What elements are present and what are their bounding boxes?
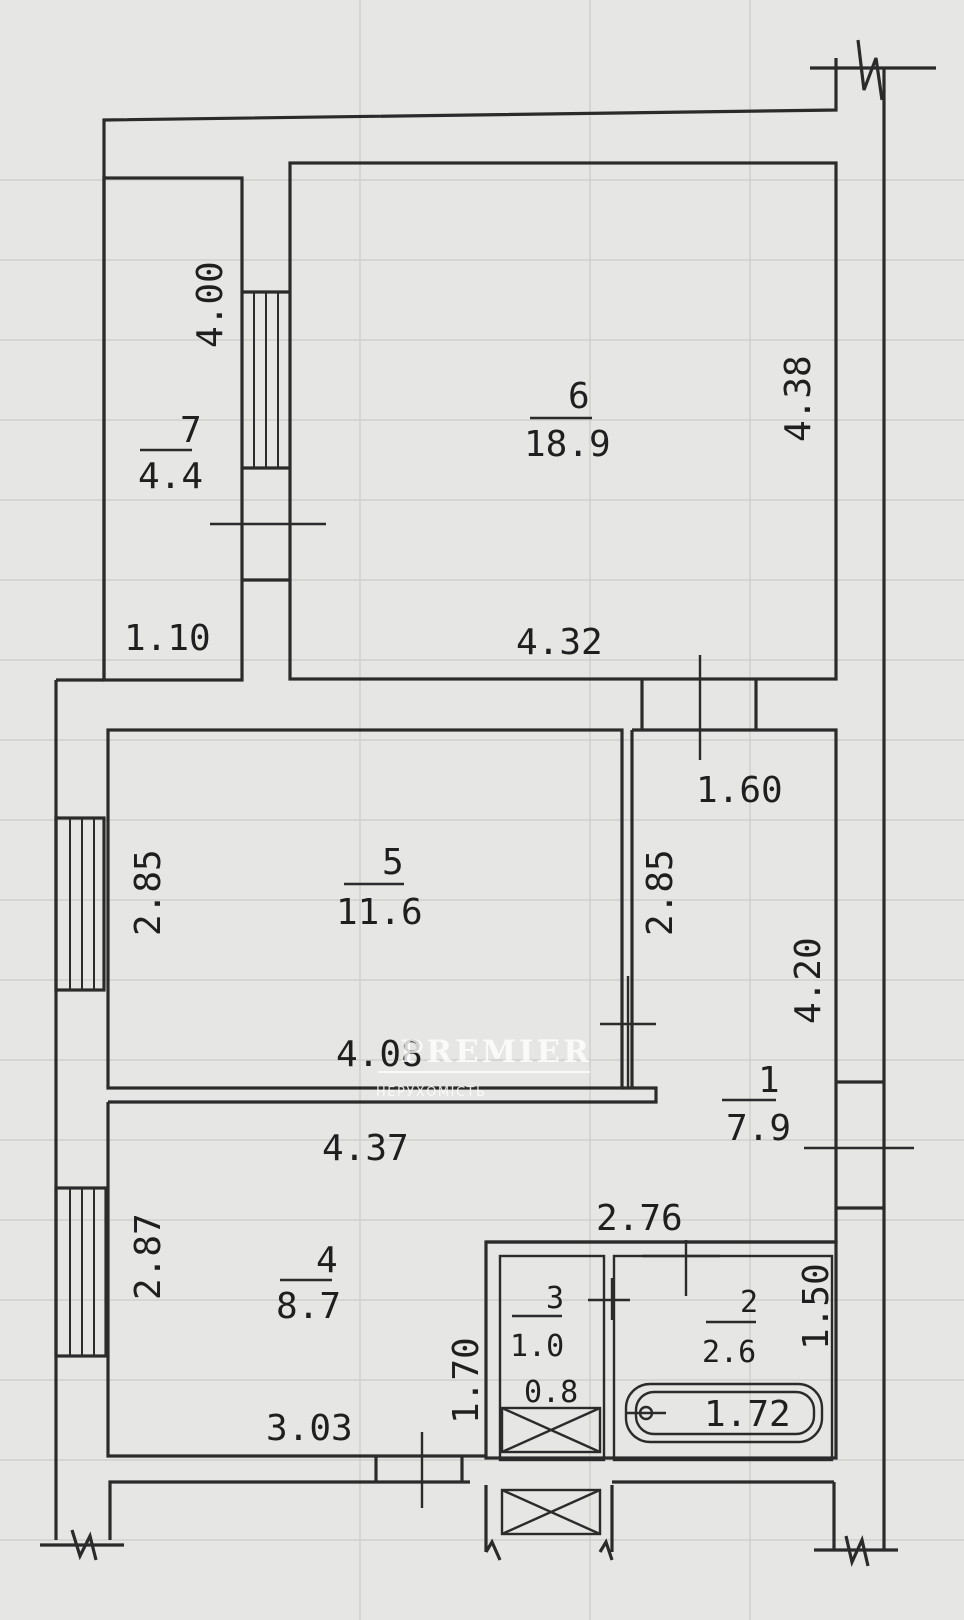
- room-5-number: 5: [382, 842, 404, 883]
- outer-walls: [40, 39, 936, 1567]
- room-4-number: 4: [316, 1240, 338, 1281]
- dim-bath-height: 1.50: [796, 1263, 837, 1350]
- room-7-number: 7: [180, 410, 202, 451]
- door-room1-top: [640, 655, 758, 760]
- room-4-label: 4 8.7: [276, 1240, 341, 1327]
- dim-room7-width: 1.10: [124, 618, 211, 659]
- watermark-brand: PREMIER: [400, 1034, 592, 1070]
- room-6-label: 6 18.9: [524, 376, 611, 465]
- dim-bath-width: 2.76: [596, 1198, 683, 1239]
- room-6-walls: [288, 161, 838, 681]
- door-room5: [600, 976, 656, 1088]
- room-2-number: 2: [740, 1285, 758, 1320]
- room-7-walls: [102, 176, 244, 682]
- dim-room5-width: 4.08: [336, 1034, 423, 1075]
- vent-shafts: [500, 1406, 602, 1536]
- entrance-door: [804, 1080, 914, 1210]
- dim-corridor-1-70: 1.70: [446, 1337, 487, 1424]
- watermark-sub: НЕРУХОМІСТЬ: [376, 1085, 486, 1100]
- room-4-walls: [106, 1102, 486, 1458]
- dim-room6-width: 4.32: [516, 622, 603, 663]
- room-2-label: 2 2.6: [702, 1285, 758, 1370]
- dim-room4-left: 2.87: [128, 1213, 169, 1300]
- dim-room5-left: 2.85: [128, 849, 169, 936]
- window-room7: [210, 290, 326, 582]
- room-2-area: 2.6: [702, 1335, 756, 1370]
- room-7-area: 4.4: [138, 456, 203, 497]
- window-room4: [54, 1186, 108, 1358]
- dim-room4-top: 4.37: [322, 1128, 409, 1169]
- room-5-walls: [106, 728, 624, 1090]
- dim-room5-right: 2.85: [640, 849, 681, 936]
- dim-door-1-60: 1.60: [696, 770, 783, 811]
- dim-room6-height: 4.38: [778, 355, 819, 442]
- room-6-number: 6: [568, 376, 590, 417]
- room-3-label: 3 1.0: [510, 1281, 564, 1364]
- room-6-area: 18.9: [524, 424, 611, 465]
- room-1-number: 1: [758, 1060, 780, 1101]
- room-1-label: 1 7.9: [722, 1060, 791, 1149]
- room-1-area: 7.9: [726, 1108, 791, 1149]
- room-5-area: 11.6: [336, 892, 423, 933]
- dim-room1-height: 4.20: [788, 937, 829, 1024]
- room-3-area: 1.0: [510, 1329, 564, 1364]
- bathtub: [624, 1382, 824, 1444]
- dim-room7-height: 4.00: [190, 261, 231, 348]
- dim-room4-bottom: 3.03: [266, 1408, 353, 1449]
- room-7-label: 7 4.4: [138, 410, 203, 497]
- dim-bathtub: 1.72: [704, 1394, 791, 1435]
- bathroom-walls: [484, 1240, 838, 1462]
- premier-watermark: PREMIER НЕРУХОМІСТЬ: [376, 1034, 592, 1100]
- room-3-number: 3: [546, 1281, 564, 1316]
- door-room4-bottom: [374, 1432, 464, 1508]
- window-room5: [54, 816, 106, 992]
- room-5-label: 5 11.6: [336, 842, 423, 933]
- room-4-area: 8.7: [276, 1286, 341, 1327]
- dim-wc-width: 0.8: [524, 1375, 578, 1410]
